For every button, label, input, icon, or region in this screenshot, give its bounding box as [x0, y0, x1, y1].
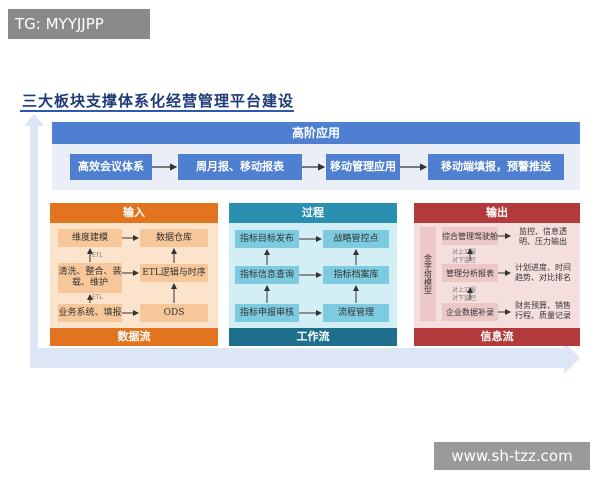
- advanced-apps-header: 高阶应用: [52, 122, 580, 144]
- page-title: 三大板块支撑体系化经营管理平台建设: [22, 92, 295, 110]
- input-section: 输入 维度建模 清洗、整合、装载、维护 业务系统、填报 数据仓库 ETL逻辑与时…: [50, 203, 218, 346]
- note-label: 对下监控: [452, 257, 477, 264]
- output-center-cell: 企业数据补录: [442, 303, 498, 321]
- output-right-text: 计划进度、时间趋势、对比排名: [515, 263, 571, 282]
- input-right-cell: 数据仓库: [140, 229, 208, 247]
- title-underline: [20, 110, 294, 112]
- weekly-report-box: 周月报、移动报表: [178, 154, 302, 180]
- input-right-cell: ODS: [140, 304, 208, 322]
- meeting-system-box: 高效会议体系: [70, 154, 152, 180]
- output-footer: 信息流: [414, 328, 580, 346]
- etl-label: ETL: [92, 252, 103, 259]
- note-label: 对下监控: [452, 295, 477, 302]
- input-left-cell: 清洗、整合、装载、维护: [58, 263, 122, 293]
- process-section: 过程 指标目标发布 指标信息查询 指标申报审核 战略管控点 指标档案库 流程管理…: [229, 203, 397, 346]
- output-center-cell: 综合管理驾驶舱: [442, 227, 498, 245]
- process-right-cell: 流程管理: [323, 304, 389, 322]
- note-label: 对上汇报: [452, 249, 477, 256]
- input-right-cell: ETL逻辑与时序: [140, 264, 208, 282]
- mobile-mgmt-box: 移动管理应用: [326, 154, 400, 180]
- input-left-cell: 维度建模: [58, 229, 122, 247]
- process-left-cell: 指标目标发布: [235, 230, 299, 248]
- output-right-text: 监控、信息透明、压力输出: [519, 227, 567, 246]
- output-section: 输出 金字塔模型 综合管理驾驶舱 管理分析报表 企业数据补录 对上汇报 对下监控…: [414, 203, 580, 346]
- process-footer: 工作流: [229, 328, 397, 346]
- process-right-cell: 战略管控点: [323, 230, 389, 248]
- watermark-badge: TG: MYYJJPP: [8, 9, 150, 39]
- output-header: 输出: [414, 203, 580, 223]
- framework-arrow-icon: [24, 114, 580, 374]
- input-footer: 数据流: [50, 328, 218, 346]
- process-left-cell: 指标信息查询: [235, 266, 299, 284]
- mobile-fill-box: 移动端填报，预警推送: [428, 154, 564, 180]
- output-right-text: 财务预算、销售行程、质量记录: [515, 301, 571, 320]
- website-url-badge: www.sh-tzz.com: [434, 442, 590, 470]
- etl-label: ETL: [92, 294, 103, 301]
- note-label: 对上汇报: [452, 287, 477, 294]
- input-header: 输入: [50, 203, 218, 223]
- input-left-cell: 业务系统、填报: [58, 304, 122, 322]
- output-center-cell: 管理分析报表: [442, 264, 498, 282]
- process-left-cell: 指标申报审核: [235, 304, 299, 322]
- process-header: 过程: [229, 203, 397, 223]
- pyramid-model-label: 金字塔模型: [420, 227, 436, 321]
- process-right-cell: 指标档案库: [323, 266, 389, 284]
